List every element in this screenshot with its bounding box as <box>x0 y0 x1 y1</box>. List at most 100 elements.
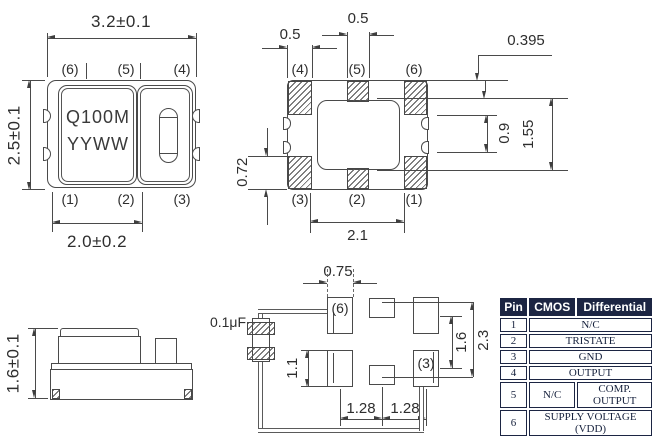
table-row: 2 TRISTATE <box>500 334 652 348</box>
dim-label-height: 2.5±0.1 <box>4 105 24 166</box>
pin-label-3: (3) <box>291 191 309 207</box>
dim-label-pad-gap: 0.9 <box>495 122 513 144</box>
extension-line <box>248 156 287 157</box>
dim-line <box>478 55 479 73</box>
extension-line <box>287 45 288 78</box>
arrowhead-icon <box>470 302 475 310</box>
arrowhead-icon <box>470 369 475 377</box>
leader-line <box>437 152 497 153</box>
dim-line <box>312 48 337 49</box>
extension-line <box>404 193 405 233</box>
pin-number: 5 <box>500 382 528 408</box>
pad-inner-line <box>333 312 334 333</box>
arrowhead-icon <box>374 416 382 421</box>
pin-number: 3 <box>500 350 528 364</box>
arrowhead-icon <box>449 316 454 324</box>
dim-label-outer-span: 2.3 <box>474 329 492 351</box>
pad-inner-line <box>333 353 334 383</box>
lid-inner-line <box>61 88 134 182</box>
pad-1 <box>404 156 427 189</box>
pin-function: SUPPLY VOLTAGE (VDD) <box>529 410 652 436</box>
pin-label-5: (5) <box>348 61 366 77</box>
pad-2 <box>347 168 369 189</box>
dim-line <box>267 128 268 156</box>
pin-label-1: (1) <box>405 191 423 207</box>
pin-function: N/C <box>529 318 652 332</box>
pad-3 <box>288 156 312 189</box>
capacitor-terminal <box>247 322 275 335</box>
dim-label-pad-width: 0.75 <box>323 263 353 280</box>
land-pad-6 <box>327 297 353 334</box>
capacitor-value-label: 0.1μF <box>209 314 247 330</box>
table-row: 5 N/C COMP. OUTPUT <box>500 382 652 408</box>
base-inner-line <box>140 88 190 182</box>
arrowhead-icon <box>264 189 269 197</box>
table-row: 4 OUTPUT <box>500 366 652 380</box>
crystal-blank <box>159 108 178 163</box>
dim-label-lid: 2.0±0.2 <box>66 232 128 251</box>
extension-line <box>52 192 53 232</box>
land-pad-top-center <box>369 298 395 318</box>
extension-line <box>347 32 348 78</box>
lid-outline <box>58 85 137 185</box>
dim-line <box>369 35 394 36</box>
arrowhead-icon <box>312 45 320 50</box>
tick-line <box>86 63 87 79</box>
pin-label-4: (4) <box>173 61 191 77</box>
arrowhead-icon <box>305 350 310 358</box>
pin-function: OUTPUT <box>529 366 652 380</box>
extension-line <box>382 387 383 426</box>
arrowhead-icon <box>279 45 287 50</box>
leader-line <box>377 80 508 81</box>
arrowhead-icon <box>382 416 390 421</box>
pin-function-cmos: N/C <box>529 382 576 408</box>
pin-label-2: (2) <box>348 191 366 207</box>
dim-label-col-pitch-right: 1.28 <box>390 400 420 417</box>
extension-line <box>312 45 313 78</box>
pin-label-1: (1) <box>61 191 79 207</box>
dim-label-pad-pitch: 2.1 <box>347 227 368 244</box>
dim-label-corner-pad: 0.5 <box>279 26 301 43</box>
extension-line <box>340 389 341 426</box>
crystal-chord-line <box>160 153 177 154</box>
arrowhead-icon <box>305 379 310 387</box>
dim-line <box>485 81 486 92</box>
arrowhead-icon <box>549 162 554 170</box>
arrowhead-icon <box>484 144 489 152</box>
extension-line <box>382 377 473 378</box>
dim-label-height: 1.6±0.1 <box>3 333 23 394</box>
dim-line <box>552 98 553 170</box>
dim-label-width: 3.2±0.1 <box>90 12 152 31</box>
extension-line <box>440 368 462 369</box>
arrowhead-icon <box>32 328 37 336</box>
castellation-notch <box>192 147 200 161</box>
solder-foot <box>52 389 60 399</box>
table-header-row: Pin CMOS Differential <box>500 298 652 316</box>
pin-function: GND <box>529 350 652 364</box>
arrowhead-icon <box>484 115 489 123</box>
dim-line <box>30 80 31 190</box>
dim-line <box>47 38 196 39</box>
arrowhead-icon <box>369 32 377 37</box>
dim-label-col-pitch-left: 1.28 <box>346 400 376 417</box>
extension-line <box>301 350 327 351</box>
pin-label-5: (5) <box>117 61 135 77</box>
pin-function-table: Pin CMOS Differential 1 N/C 2 TRISTATE 3… <box>498 296 654 438</box>
dim-label-pad-span: 1.55 <box>519 119 537 149</box>
arrowhead-icon <box>549 98 554 106</box>
extension-line <box>327 269 328 297</box>
arrowhead-icon <box>27 80 32 88</box>
trace <box>258 312 263 320</box>
arrowhead-icon <box>310 219 318 224</box>
pin-function-differential: COMP. OUTPUT <box>577 382 652 408</box>
solder-foot <box>184 389 192 399</box>
pad-inner-line <box>433 352 434 383</box>
land-pad-bottom-center <box>369 365 395 385</box>
dim-label-pad-height: 0.72 <box>233 157 251 187</box>
dim-line <box>353 283 377 284</box>
castellation-notch <box>192 109 200 123</box>
pin-label-6: (6) <box>405 61 423 77</box>
arrowhead-icon <box>475 73 480 81</box>
trace <box>419 387 424 431</box>
